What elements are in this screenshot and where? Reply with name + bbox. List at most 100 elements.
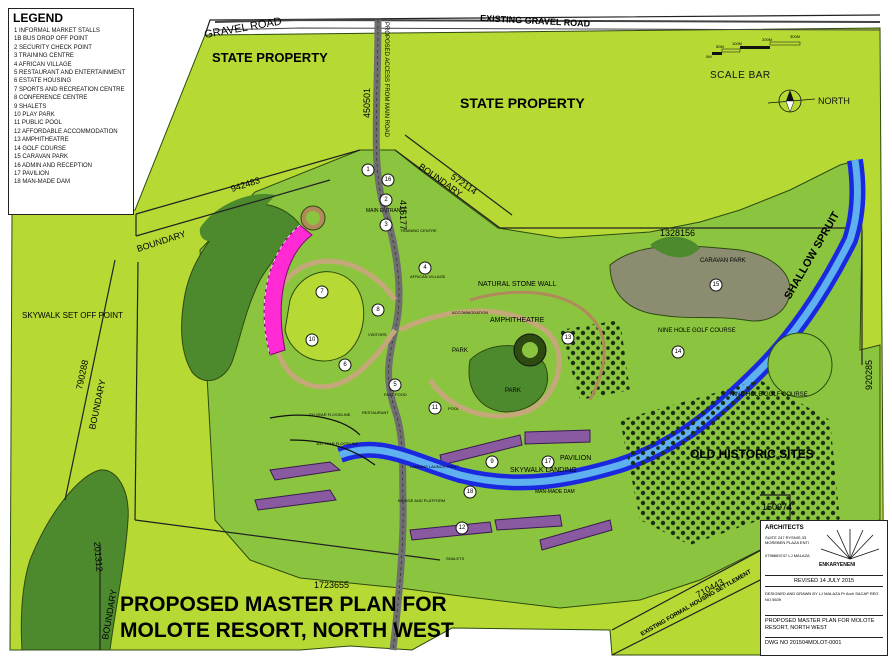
shalets-label: SHALETS <box>446 556 465 561</box>
marker-7: 7 <box>315 285 329 299</box>
svg-text:6: 6 <box>343 362 347 368</box>
main-entrance-circle-inner <box>306 211 320 225</box>
park-label-1: PARK <box>452 348 468 354</box>
boundary-150974: 150974 <box>762 502 792 512</box>
nine-hole-label-2: NINE HOLE GOLF COURSE <box>730 392 808 398</box>
legend-item: 15 CARAVAN PARK <box>14 154 69 161</box>
floodline-label-2: 100 YEAR FLOODLINE <box>316 441 359 446</box>
legend-item: 7 SPORTS AND RECREATION CENTRE <box>14 86 125 93</box>
plan-title-line2: MOLOTE RESORT, NORTH WEST <box>120 619 454 642</box>
facility-markers: 1 2 3 4 5 6 7 8 9 10 11 12 13 14 15 16 1… <box>305 163 723 535</box>
svg-text:12: 12 <box>459 525 466 531</box>
project-title: PROPOSED MASTER PLAN FOR MOLOTE RESORT, … <box>765 615 883 632</box>
natural-stone-wall <box>469 290 606 401</box>
svg-text:50M: 50M <box>716 44 724 49</box>
boundary-1328156: 1328156 <box>660 228 695 238</box>
fast-food-label: FAST FOOD <box>384 392 407 397</box>
legend-item: 9 SHALETS <box>14 103 47 110</box>
designed-by: DESIGNED AND DRAWN BY LJ MALAZA Pr Arch … <box>765 591 879 602</box>
svg-text:11: 11 <box>432 405 439 411</box>
marker-13: 13 <box>561 331 575 345</box>
svg-text:7: 7 <box>320 289 324 295</box>
svg-text:100M: 100M <box>732 41 742 46</box>
man-made-dam-label: MAN-MADE DAM <box>535 489 575 495</box>
legend-item: 17 PAVILION <box>14 170 50 177</box>
svg-text:4: 4 <box>423 265 427 271</box>
floodline-lower <box>289 439 376 466</box>
amphitheatre-label: AMPHITHEATRE <box>490 317 545 324</box>
proposed-access-label: PROPOSED ACCESS FROM MAIN ROAD <box>383 22 389 138</box>
north-label: NORTH <box>818 96 850 106</box>
legend-item: 16 ADMIN AND RECEPTION <box>14 162 93 169</box>
marker-3: 3 <box>379 218 393 232</box>
boundary-201312: 201312 <box>92 541 105 572</box>
east-ring-road <box>398 308 562 419</box>
plan-title-line1: PROPOSED MASTER PLAN FOR <box>120 593 447 616</box>
legend-item: 2 SECURITY CHECK POINT <box>14 44 92 51</box>
african-village-label: AFRICAN VILLAGE <box>410 274 446 279</box>
marker-12: 12 <box>455 521 469 535</box>
marker-6: 6 <box>338 358 352 372</box>
caravan-park-label: CARAVAN PARK <box>700 258 746 264</box>
legend-items: 1 INFORMAL MARKET STALLS 1B BUS DROP OFF … <box>9 27 133 187</box>
marker-2: 2 <box>379 193 393 207</box>
svg-text:10: 10 <box>309 337 316 343</box>
svg-text:2: 2 <box>384 197 388 203</box>
legend-item: 12 AFFORDABLE ACCOMMODATION <box>14 128 118 135</box>
svg-text:16: 16 <box>385 177 392 183</box>
boundary-1723655: 1723655 <box>314 580 349 590</box>
main-entrance-label: MAIN ENTRANCE <box>366 208 408 214</box>
state-property-2: STATE PROPERTY <box>460 95 585 111</box>
proposed-access-road-center <box>375 19 404 651</box>
architects-label: ARCHITECTS <box>765 525 804 531</box>
title-block: ARCHITECTS SUITE 247 RYSNIS 33 MOREBEN P… <box>760 520 888 656</box>
marker-10: 10 <box>305 333 319 347</box>
training-centre-label: TRAINING CENTRE <box>400 228 437 233</box>
svg-text:8: 8 <box>376 307 380 313</box>
svg-text:14: 14 <box>675 349 682 355</box>
legend-item: 1B BUS DROP OFF POINT <box>14 36 88 43</box>
svg-text:9: 9 <box>490 459 494 465</box>
historic-trees <box>620 380 840 545</box>
scale-bar: 0M 50M 100M 200M 300M <box>706 34 801 59</box>
legend-item: 5 RESTAURANT AND ENTERTAINMENT <box>14 70 126 77</box>
marker-16: 16 <box>381 173 395 187</box>
boundary-416177: 416177 <box>398 200 408 230</box>
skywalk-landing-label: SKYWALK LANDING <box>510 467 577 474</box>
svg-text:300M: 300M <box>790 34 800 39</box>
svg-text:0M: 0M <box>706 54 712 59</box>
legend-item: 6 ESTATE HOUSING <box>14 78 72 85</box>
floodline-label-1: 100 YEAR FLOODLINE <box>308 412 351 417</box>
revision-date: REVISED 14 JULY 2015 <box>765 575 883 587</box>
legend-title: LEGEND <box>13 11 64 25</box>
pavilion-label: PAVILION <box>560 455 591 462</box>
legend-item: 1 INFORMAL MARKET STALLS <box>14 28 100 34</box>
legend: LEGEND 1 INFORMAL MARKET STALLS 1B BUS DR… <box>8 8 134 215</box>
visitors-label: VISITORS <box>368 332 387 337</box>
legend-item: 18 MAN-MADE DAM <box>14 179 71 186</box>
svg-text:5: 5 <box>393 382 397 388</box>
plan-title: PROPOSED MASTER PLAN FOR MOLOTE RESORT, … <box>120 592 454 644</box>
landing-launch-label: LANDING LAUNCH POINT <box>410 464 459 469</box>
state-property-1: STATE PROPERTY <box>212 50 328 65</box>
architect-logo-name: ENKARYENENI <box>819 562 856 568</box>
legend-item: 4 AFRICAN VILLAGE <box>14 61 72 68</box>
svg-text:200M: 200M <box>762 37 772 42</box>
svg-text:13: 13 <box>565 335 572 341</box>
pool-label: POOL <box>448 406 460 411</box>
marker-9: 9 <box>485 455 499 469</box>
ring-trees <box>560 320 630 400</box>
svg-text:15: 15 <box>713 282 720 288</box>
legend-item: 14 GOLF COURSE <box>14 145 67 152</box>
marker-15: 15 <box>709 278 723 292</box>
boundary-450501: 450501 <box>362 88 372 118</box>
restaurant-label: RESTAURANT <box>362 410 389 415</box>
marker-11: 11 <box>428 401 442 415</box>
marker-17: 17 <box>541 455 555 469</box>
golf-course-circle <box>767 332 833 398</box>
shalets-arc <box>263 224 313 356</box>
caravan-park <box>609 245 791 322</box>
marker-18: 18 <box>463 485 477 499</box>
architects-address: SUITE 247 RYSNIS 33 MOREBEN PLAZA ENTI <box>765 535 810 545</box>
